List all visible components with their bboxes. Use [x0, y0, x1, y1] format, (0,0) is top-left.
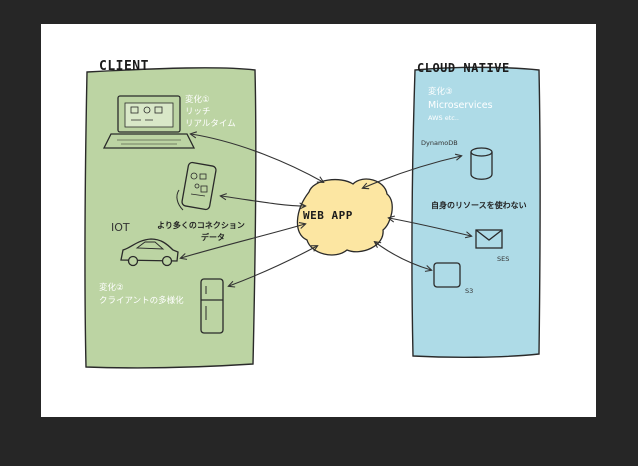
- cloud-panel: [411, 66, 541, 359]
- web-app-blob: [296, 178, 393, 256]
- arrow-laptop-webapp: [191, 134, 323, 182]
- arrow-webapp-dynamodb: [363, 156, 461, 188]
- dynamodb-icon: [470, 147, 493, 180]
- change1-line1: リッチ: [185, 107, 211, 117]
- diagram-canvas: [84, 66, 541, 369]
- more-connections-line2: データ: [201, 233, 225, 242]
- slide: CLIENT 変化① リッチ リアルタイム IOT より多くのコネクション デー…: [41, 24, 596, 417]
- change3-tag: 変化③: [428, 87, 453, 97]
- s3-icon: [433, 262, 461, 288]
- fridge-icon: [200, 278, 224, 334]
- change3-line1: Microservices: [428, 100, 493, 111]
- ses-envelope-icon: [475, 229, 503, 249]
- laptop-icon: [102, 95, 196, 149]
- arrow-webapp-s3: [375, 242, 431, 270]
- arrow-fridge-webapp: [229, 246, 317, 286]
- change3-line2: AWS etc..: [428, 114, 459, 122]
- iot-label: IOT: [111, 221, 130, 234]
- change2-tag: 変化②: [99, 283, 124, 293]
- own-resources-label: 自身のリソースを使わない: [431, 201, 527, 210]
- change1-tag: 変化①: [185, 95, 210, 105]
- more-connections-line1: より多くのコネクション: [157, 221, 245, 230]
- car-icon: [120, 238, 179, 267]
- arrow-phone-webapp: [221, 196, 305, 206]
- change1-line2: リアルタイム: [185, 119, 236, 129]
- arrow-webapp-ses: [389, 218, 471, 236]
- cloud-title: CLOUD NATIVE: [417, 61, 510, 75]
- web-app-title: WEB APP: [303, 209, 353, 222]
- client-title: CLIENT: [99, 59, 149, 74]
- s3-label: S3: [465, 287, 474, 295]
- arrow-car-webapp: [181, 224, 305, 258]
- change2-line1: クライアントの多様化: [99, 296, 184, 306]
- dynamodb-label: DynamoDB: [421, 139, 458, 147]
- ses-label: SES: [497, 255, 510, 263]
